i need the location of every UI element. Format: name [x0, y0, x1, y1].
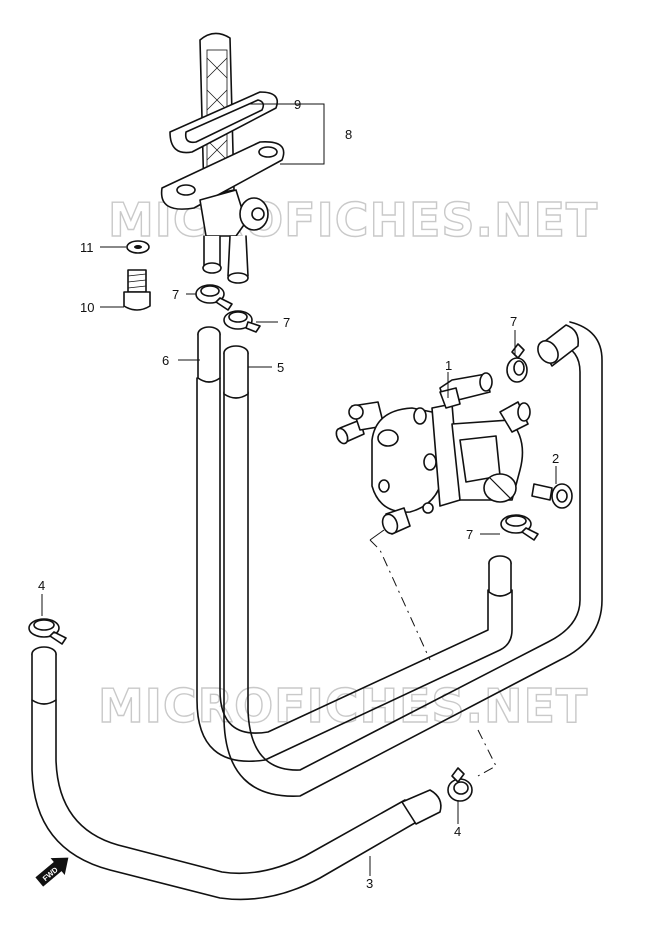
clamp-4-b [447, 767, 473, 802]
callout-1: 1 [445, 358, 452, 373]
clamp-7-b [223, 310, 261, 333]
hose-3 [31, 646, 442, 901]
clamp-7-d [500, 514, 539, 541]
callout-8: 8 [345, 127, 352, 142]
assembly-line-pump-bracket [369, 529, 385, 541]
callout-7-b: 7 [283, 315, 290, 330]
callout-11: 11 [80, 240, 94, 255]
callout-2: 2 [552, 451, 559, 466]
callout-3: 3 [366, 876, 373, 891]
leader-lines [41, 103, 557, 876]
clamp-7-c [506, 343, 528, 383]
callout-7-c: 7 [510, 314, 517, 329]
callout-6: 6 [162, 353, 169, 368]
forward-arrow-icon [35, 857, 69, 887]
hose-6 [196, 326, 513, 762]
hose-5 [223, 321, 603, 797]
callout-5: 5 [277, 360, 284, 375]
callout-7-d: 7 [466, 527, 473, 542]
fuel-cock-assembly [160, 32, 285, 284]
washer-11 [126, 240, 150, 254]
callout-9: 9 [294, 97, 301, 112]
callout-4-a: 4 [38, 578, 45, 593]
watermark-bottom: MICROFICHES.NET [97, 678, 588, 733]
assembly-line-pump [369, 539, 431, 661]
assembly-line-hose [477, 729, 497, 777]
callout-4-b: 4 [454, 824, 461, 839]
callout-7-a: 7 [172, 287, 179, 302]
fuel-pump-1 [335, 372, 531, 535]
callout-labels: 1 2 3 4 4 5 6 7 7 7 7 8 9 10 11 [38, 97, 559, 891]
bolt-10 [123, 269, 151, 311]
clamp-4-a [28, 618, 67, 645]
fwd-marker: FWD [35, 857, 69, 887]
bolt-2 [531, 483, 573, 509]
svg-text:MICROFICHES.NET: MICROFICHES.NET [98, 679, 588, 733]
callout-10: 10 [80, 300, 94, 315]
clamp-7-a [195, 284, 233, 311]
